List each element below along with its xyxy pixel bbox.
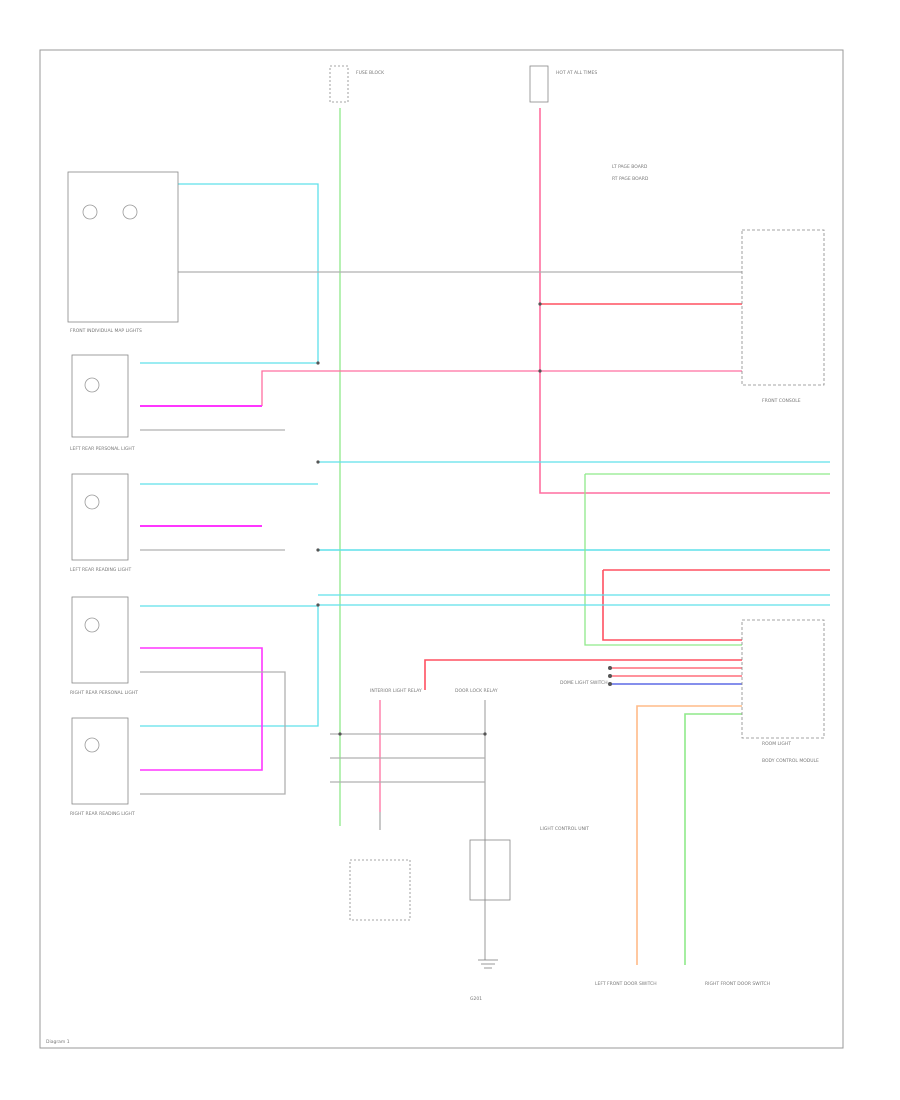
wire-lt-blu-lr3b — [318, 594, 830, 606]
wire-magenta-3 — [140, 647, 263, 771]
label-relay-left: INTERIOR LIGHT RELAY — [370, 688, 422, 694]
label-relay-right: DOOR LOCK RELAY — [455, 688, 498, 694]
fuse-block-right — [529, 65, 549, 103]
wire-orange — [636, 705, 742, 965]
control-module-box — [741, 229, 825, 386]
connector-icon — [338, 732, 342, 736]
wire-red-bundle-2 — [610, 667, 742, 677]
lamp-icon — [84, 617, 100, 633]
label-door-right: RIGHT FRONT DOOR SWITCH — [705, 981, 770, 987]
connector-icon — [538, 302, 542, 306]
lamp-icon — [84, 377, 100, 393]
ground-icon — [478, 959, 498, 969]
label-left-rear-1: LEFT REAR PERSONAL LIGHT — [70, 446, 135, 452]
label-console: FRONT CONSOLE — [762, 398, 801, 404]
label-door-left: LEFT FRONT DOOR SWITCH — [595, 981, 657, 987]
label-fuse-left: FUSE BLOCK — [356, 70, 385, 76]
left-rear-light-2-box — [71, 473, 129, 561]
relay-right — [469, 839, 511, 901]
wire-red-bundle — [424, 659, 742, 690]
wires — [140, 108, 830, 965]
left-rear-light-1-box — [71, 354, 129, 438]
connector-icon — [316, 361, 320, 365]
connector-icon — [608, 674, 612, 678]
connector-dots — [316, 302, 612, 736]
label-legend-1: LT PAGE BOARD — [612, 164, 648, 170]
wire-gray-relay — [330, 733, 485, 783]
wire-lt-grn-right — [584, 473, 830, 646]
lamp-icon — [84, 494, 100, 510]
body-module-box — [741, 619, 825, 739]
label-legend-2: RT PAGE BOARD — [612, 176, 649, 182]
lamp-icon — [84, 737, 100, 753]
right-rear-light-1-box — [71, 596, 129, 684]
relay-left — [349, 859, 411, 921]
connector-icon — [316, 603, 320, 607]
label-relay-center: LIGHT CONTROL UNIT — [540, 826, 589, 832]
label-page-ref: Diagram 1 — [46, 1039, 70, 1045]
front-map-light-box — [67, 171, 179, 323]
right-rear-light-2-box — [71, 717, 129, 805]
label-fuse-right: HOT AT ALL TIMES — [556, 70, 597, 76]
connector-icon — [483, 732, 487, 736]
label-front-ambient: FRONT INDIVIDUAL MAP LIGHTS — [70, 328, 142, 334]
connector-icon — [608, 682, 612, 686]
labels: FUSE BLOCK HOT AT ALL TIMES LT PAGE BOAR… — [46, 70, 819, 1045]
connector-icon — [538, 369, 542, 373]
wire-pink-module — [261, 370, 742, 406]
label-dome-note: DOME LIGHT SWITCH — [560, 680, 608, 686]
label-left-rear-2: LEFT REAR READING LIGHT — [70, 567, 131, 573]
wire-lt-grn-bottom — [684, 713, 742, 965]
label-module-bottom: ROOM LIGHT — [762, 741, 791, 747]
wire-lt-blu-top — [140, 183, 319, 364]
label-ground-1: G201 — [470, 996, 482, 1002]
wire-red-right-1 — [602, 569, 830, 641]
label-right-rear-1: RIGHT REAR PERSONAL LIGHT — [70, 690, 138, 696]
diagram-frame — [39, 49, 844, 1049]
connector-icon — [316, 460, 320, 464]
connector-icon — [608, 666, 612, 670]
ground-group — [379, 812, 498, 969]
label-right-rear-2: RIGHT REAR READING LIGHT — [70, 811, 135, 817]
label-module: BODY CONTROL MODULE — [762, 758, 819, 764]
connector-icon — [316, 548, 320, 552]
lamp-icon — [122, 204, 138, 220]
wire-pink-right-feed — [539, 108, 830, 494]
lamp-icon — [82, 204, 98, 220]
lamp-icon-group — [82, 204, 138, 753]
wire-gray-3 — [140, 671, 286, 795]
wire-lt-blu-lr3 — [140, 605, 319, 727]
fuse-block-left — [329, 65, 349, 103]
components — [67, 65, 825, 921]
